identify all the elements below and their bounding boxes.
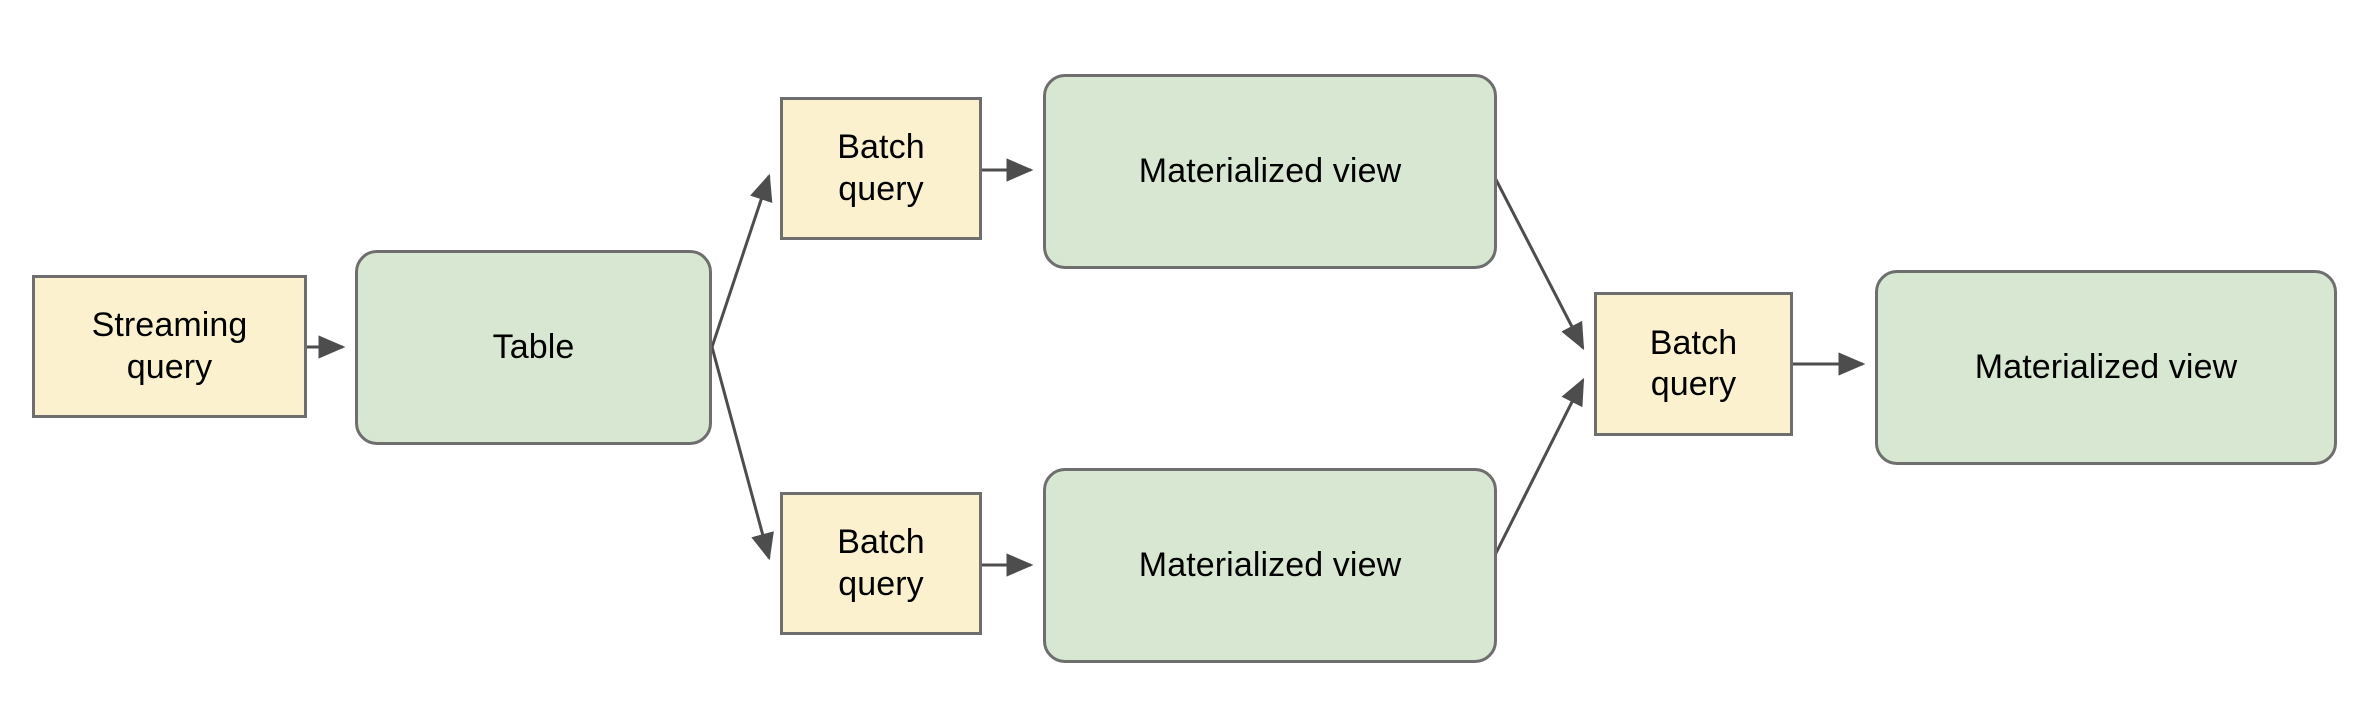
- node-batch-query-join-label: Batch query: [1649, 323, 1738, 403]
- edge-mv-bottom-to-batch-join: [1488, 377, 1585, 566]
- node-materialized-view-top-label: Materialized view: [1138, 151, 1402, 190]
- node-streaming-query[interactable]: Streaming query: [32, 275, 307, 418]
- node-materialized-view-top[interactable]: Materialized view: [1043, 74, 1497, 269]
- node-batch-query-bottom-label: Batch query: [837, 523, 925, 603]
- node-batch-query-join[interactable]: Batch query: [1594, 292, 1793, 436]
- node-table-label: Table: [492, 327, 575, 366]
- node-materialized-view-bottom-label: Materialized view: [1138, 545, 1402, 584]
- node-batch-query-top-label: Batch query: [837, 128, 925, 208]
- node-table[interactable]: Table: [355, 250, 712, 445]
- node-streaming-query-label: Streaming query: [91, 306, 248, 386]
- node-batch-query-top[interactable]: Batch query: [780, 97, 982, 240]
- node-batch-query-bottom[interactable]: Batch query: [780, 492, 982, 635]
- node-materialized-view-bottom[interactable]: Materialized view: [1043, 468, 1497, 663]
- node-materialized-view-final[interactable]: Materialized view: [1875, 270, 2337, 465]
- edge-table-to-batch-bottom: [710, 346, 774, 561]
- edge-table-to-batch-top: [710, 173, 773, 348]
- node-materialized-view-final-label: Materialized view: [1974, 347, 2238, 386]
- edge-mv-top-to-batch-join: [1488, 167, 1585, 351]
